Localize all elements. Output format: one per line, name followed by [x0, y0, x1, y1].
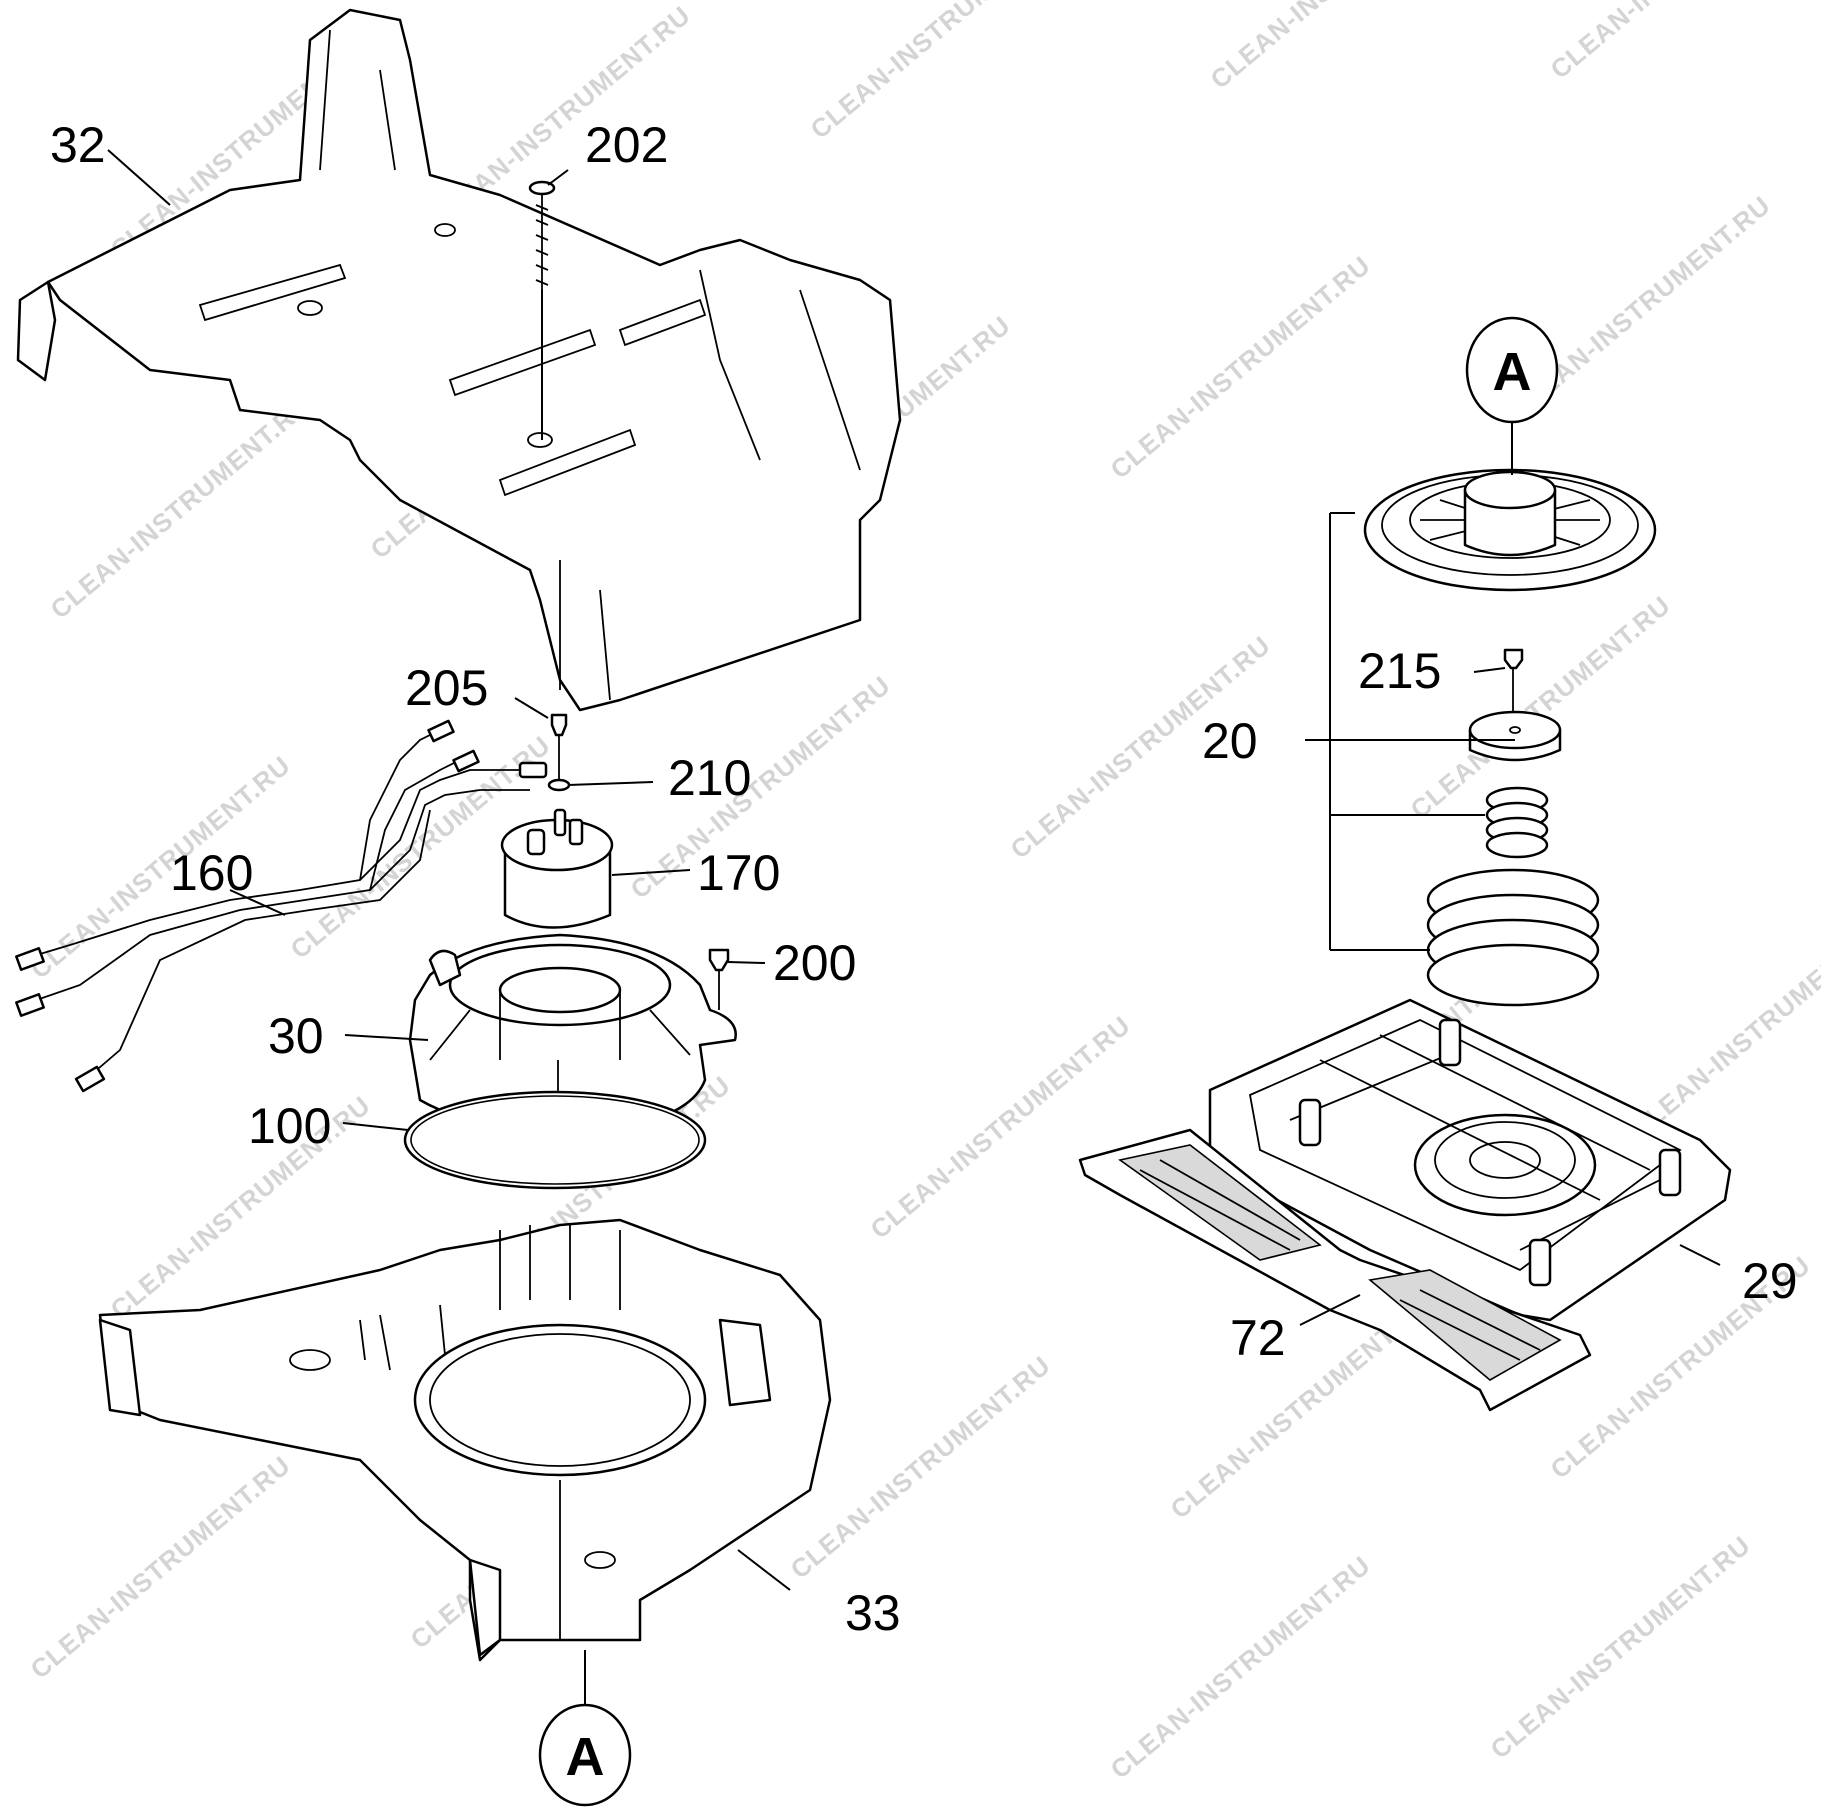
part-160-cable-harness	[15, 719, 548, 1093]
part-72-filter	[1078, 1128, 1592, 1412]
part-205-screw	[550, 713, 568, 780]
callout-32: 32	[50, 117, 106, 173]
part-200-screw	[708, 948, 730, 1010]
callout-30: 30	[268, 1008, 324, 1064]
reference-mark-top: A	[1465, 316, 1559, 424]
part-20-large-spring	[1426, 868, 1600, 1007]
callout-200: 200	[773, 935, 856, 991]
part-170-cylinder	[500, 808, 614, 929]
part-32-top-cover	[16, 8, 902, 712]
callout-72: 72	[1230, 1310, 1286, 1366]
watermark-text: CLEAN-INSTRUMENT.RU	[45, 390, 317, 625]
leader-lines	[107, 149, 1721, 1705]
watermark-text: CLEAN-INSTRUMENT.RU	[805, 0, 1077, 145]
callout-160: 160	[170, 845, 253, 901]
part-202-screw	[528, 180, 556, 440]
watermark-text: CLEAN-INSTRUMENT.RU	[1625, 910, 1821, 1145]
part-20-small-spring	[1485, 786, 1549, 859]
part-20-disc-hub	[1363, 468, 1657, 592]
watermark-text: CLEAN-INSTRUMENT.RU	[1485, 1530, 1757, 1765]
watermark-text: CLEAN-INSTRUMENT.RU	[25, 750, 297, 985]
callout-29: 29	[1742, 1253, 1798, 1309]
part-20-cap	[1468, 710, 1562, 762]
callout-205: 205	[405, 660, 488, 716]
part-20-bracket-line	[1329, 512, 1515, 951]
callout-170: 170	[697, 845, 780, 901]
reference-mark-top-letter: A	[1493, 342, 1532, 402]
callout-202: 202	[585, 117, 668, 173]
callout-210: 210	[668, 750, 751, 806]
watermark-text: CLEAN-INSTRUMENT.RU	[1205, 0, 1477, 95]
reference-mark-bottom-letter: A	[566, 1727, 605, 1787]
callout-215: 215	[1358, 643, 1441, 699]
watermark-text: CLEAN-INSTRUMENT.RU	[1405, 590, 1677, 825]
part-29-frame	[1208, 998, 1732, 1322]
watermark-text: CLEAN-INSTRUMENT.RU	[1105, 1550, 1377, 1785]
watermark-text: CLEAN-INSTRUMENT.RU	[1105, 250, 1377, 485]
part-30-housing	[408, 933, 737, 1132]
watermark-text: CLEAN-INSTRUMENT.RU	[865, 1010, 1137, 1245]
callout-20: 20	[1202, 713, 1258, 769]
watermark-text: CLEAN-INSTRUMENT.RU	[1545, 0, 1817, 85]
callout-100: 100	[248, 1098, 331, 1154]
part-100-o-ring	[403, 1090, 707, 1190]
watermark-text: CLEAN-INSTRUMENT.RU	[25, 1450, 297, 1685]
part-33-base-housing	[98, 1218, 832, 1662]
part-210-washer	[547, 778, 571, 792]
callout-labels: 32 202 205 210 160 170 200 30 100 33 20 …	[50, 117, 1798, 1641]
reference-mark-bottom: A	[538, 1703, 632, 1807]
callout-33: 33	[845, 1585, 901, 1641]
